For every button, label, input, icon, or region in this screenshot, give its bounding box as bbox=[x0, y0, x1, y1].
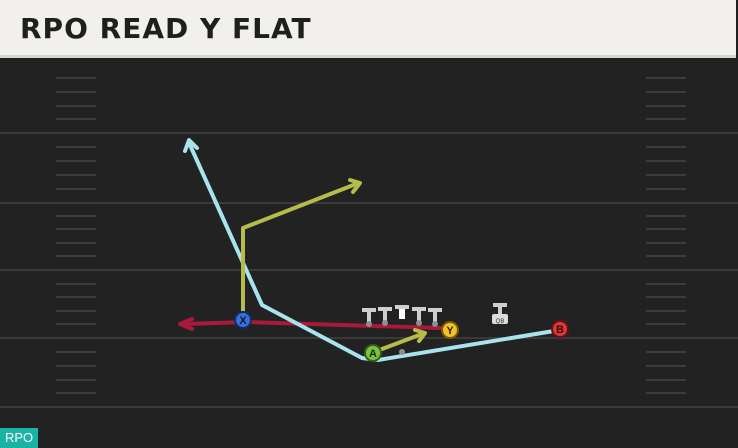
route-crimson[interactable] bbox=[184, 320, 442, 330]
svg-text:A: A bbox=[369, 348, 377, 360]
arrow-head bbox=[348, 178, 362, 194]
lineman-icon bbox=[428, 308, 442, 327]
svg-text:X: X bbox=[239, 315, 247, 327]
formation-tag: RPO bbox=[0, 428, 39, 448]
route-olive-x[interactable] bbox=[241, 182, 358, 320]
playfield bbox=[0, 60, 738, 448]
hash-marks-right bbox=[646, 77, 686, 394]
route-olive-a[interactable] bbox=[372, 332, 424, 354]
yard-lines bbox=[0, 132, 738, 408]
offensive-line bbox=[362, 305, 442, 327]
player-a[interactable]: A bbox=[364, 344, 382, 362]
lineman-icon bbox=[412, 307, 426, 326]
center-icon bbox=[395, 305, 409, 319]
arrow-head bbox=[183, 138, 199, 153]
lineman-icon bbox=[362, 308, 376, 327]
svg-text:B: B bbox=[556, 324, 564, 336]
hash-marks-left bbox=[56, 77, 96, 394]
rb-label: QB bbox=[496, 319, 505, 325]
svg-text:Y: Y bbox=[446, 325, 454, 337]
player-y[interactable]: Y bbox=[441, 321, 459, 339]
player-b[interactable]: B bbox=[551, 320, 569, 338]
play-title: RPO READ Y FLAT bbox=[20, 12, 312, 45]
route-light-blue[interactable] bbox=[188, 143, 562, 362]
arrow-head bbox=[178, 317, 194, 331]
lineman-icon bbox=[378, 307, 392, 326]
header-bar: RPO READ Y FLAT bbox=[0, 0, 736, 58]
player-x[interactable]: X bbox=[234, 311, 252, 329]
running-back-icon[interactable] bbox=[492, 303, 508, 324]
qb-dot bbox=[399, 349, 405, 355]
arrow-head bbox=[413, 328, 427, 343]
